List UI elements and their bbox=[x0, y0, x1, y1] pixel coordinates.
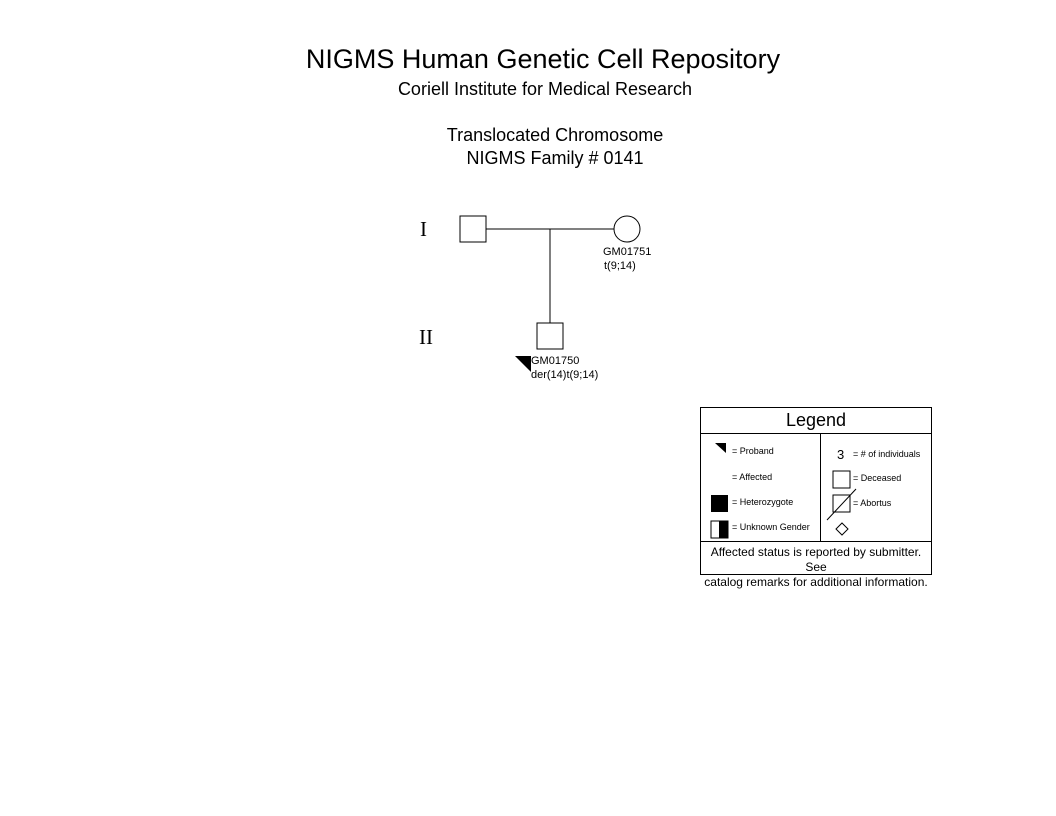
cell-line-id: GM01751 bbox=[603, 246, 652, 258]
legend-symbols bbox=[710, 443, 857, 539]
legend-note: Affected status is reported by submitter… bbox=[701, 542, 931, 590]
legend: Legend = Proband = Affected = Heterozygo… bbox=[700, 407, 932, 589]
individual-label-i-2: GM01751 t(9;14) bbox=[603, 245, 651, 273]
deceased-slash bbox=[826, 488, 857, 521]
count-box-icon bbox=[832, 470, 851, 489]
chart-title: Translocated Chromosome NIGMS Family # 0… bbox=[0, 124, 1056, 170]
chart-title-line-1: Translocated Chromosome bbox=[446, 125, 664, 145]
generation-label-ii: II bbox=[419, 325, 433, 349]
individual-ii-1-son bbox=[536, 322, 564, 350]
individual-i-2-mother bbox=[613, 215, 641, 243]
affected-icon bbox=[711, 495, 728, 512]
generation-label-i: I bbox=[420, 217, 427, 241]
cell-line-id: GM01750 bbox=[531, 355, 580, 367]
chart-title-line-2: NIGMS Family # 0141 bbox=[466, 148, 644, 168]
legend-deceased: = Deceased bbox=[853, 473, 902, 483]
legend-body: = Proband = Affected = Heterozygote = Un… bbox=[701, 434, 931, 542]
karyotype: der(14)t(9;14) bbox=[531, 369, 599, 381]
legend-affected: = Affected bbox=[732, 472, 773, 482]
individual-i-1-father bbox=[459, 215, 487, 243]
legend-note-line-2: catalog remarks for additional informati… bbox=[704, 575, 928, 589]
legend-heterozygote: = Heterozygote bbox=[732, 497, 794, 507]
individual-label-ii-1: GM01750 der(14)t(9;14) bbox=[531, 354, 598, 382]
legend-note-line-1: Affected status is reported by submitter… bbox=[710, 545, 922, 574]
legend-title: Legend bbox=[701, 408, 931, 434]
abortus-icon bbox=[835, 522, 849, 536]
legend-abortus: = Abortus bbox=[853, 498, 892, 508]
proband-arrow-icon bbox=[515, 356, 531, 372]
legend-count: = # of individuals bbox=[853, 449, 921, 459]
legend-divider bbox=[820, 434, 821, 541]
legend-proband: = Proband bbox=[732, 446, 774, 456]
legend-unknown-gender: = Unknown Gender bbox=[732, 522, 810, 532]
legend-count-value: 3 bbox=[837, 447, 845, 462]
page-subtitle: Coriell Institute for Medical Research bbox=[397, 79, 693, 99]
karyotype: t(9;14) bbox=[604, 260, 636, 272]
page-title: NIGMS Human Genetic Cell Repository bbox=[305, 44, 781, 74]
heterozygote-fill bbox=[719, 521, 728, 538]
proband-icon bbox=[715, 443, 726, 453]
